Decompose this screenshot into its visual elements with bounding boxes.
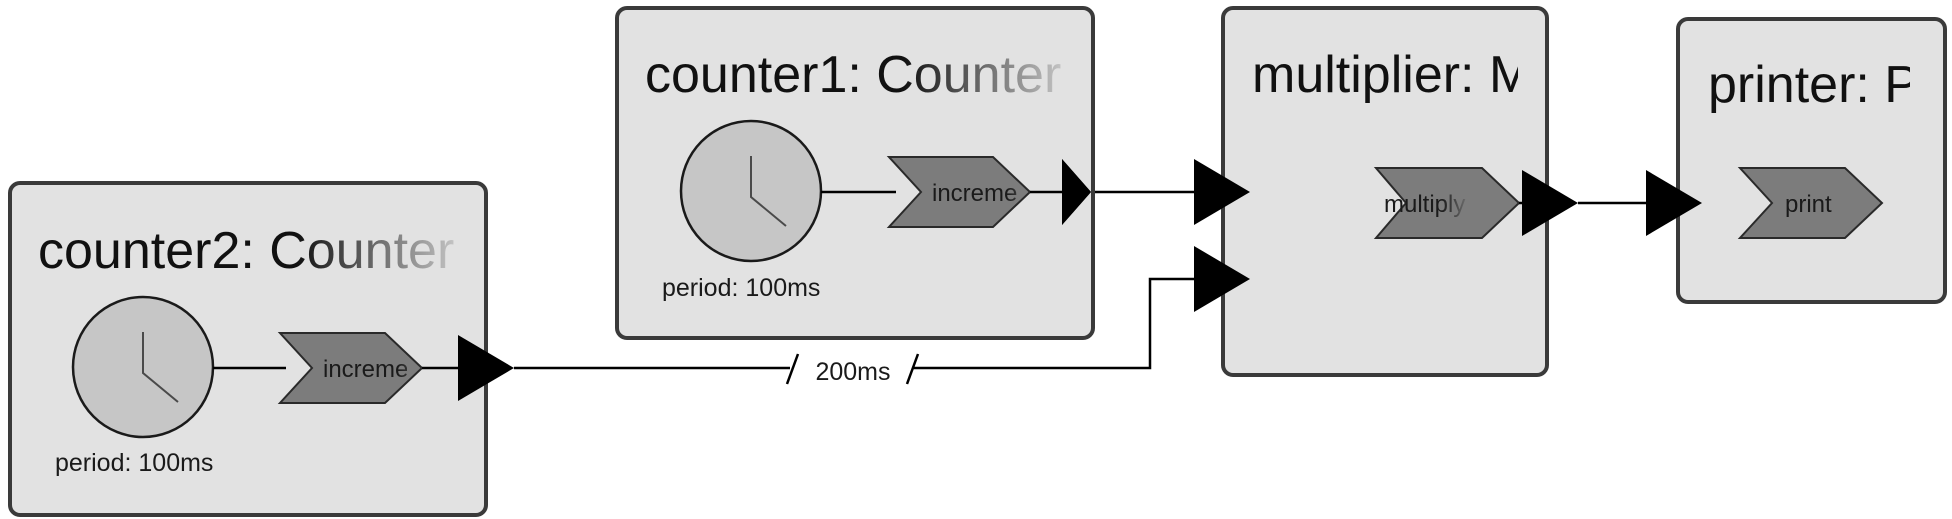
reactor-counter1[interactable]: counter1: Counter period: 100ms incremen… [615,6,1095,340]
delay-tick-right [905,353,920,385]
reaction-printer-print[interactable]: print [1737,167,1884,239]
reaction-counter2-increment[interactable]: increment [277,332,429,404]
reaction-counter2-label: increment [323,356,429,383]
reaction-multiplier-label: multiply [1384,191,1465,218]
reactor-counter1-title: counter1: Counter [645,46,1061,104]
delay-label: 200ms [815,358,890,386]
timer-counter2-period: period: 100ms [55,449,213,477]
reaction-printer-label: print [1785,191,1832,218]
reactor-printer-box [1676,17,1947,304]
input-port-multiplier-in2[interactable] [1194,246,1250,312]
reactor-multiplier-title: multiplier: Multiplier [1252,46,1697,104]
reaction-multiplier-multiply[interactable]: multiply [1373,167,1521,239]
reaction-counter1-increment[interactable]: increment [886,156,1038,228]
timer-counter1-period: period: 100ms [662,274,820,302]
input-port-multiplier-in1[interactable] [1194,159,1250,225]
reaction-counter1-label: increment [932,180,1038,207]
reactor-counter2[interactable]: counter2: Counter period: 100ms incremen… [8,181,514,517]
input-port-printer[interactable] [1646,170,1702,236]
output-port-counter2[interactable] [458,335,514,401]
reactor-printer-title: printer: Printer [1708,56,1952,114]
clock-icon [679,119,823,263]
clock-icon [71,295,215,439]
reactor-multiplier[interactable]: multiplier: Multiplier multiply [1194,6,1697,377]
output-port-multiplier[interactable] [1522,170,1578,236]
reactor-printer[interactable]: printer: Printer print [1646,17,1952,304]
reactor-counter2-title: counter2: Counter [38,222,454,280]
delay-tick-left [785,353,800,385]
